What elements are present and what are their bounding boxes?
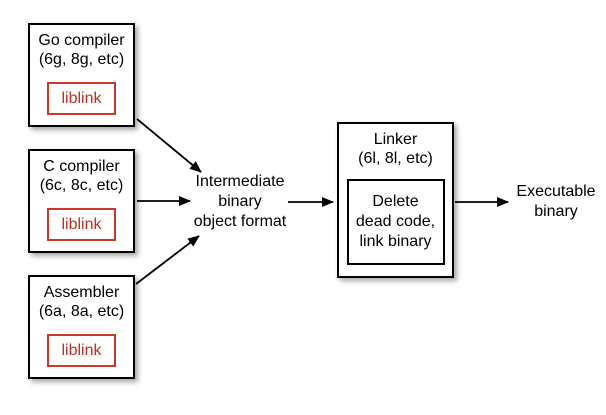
linker-inner-line-3: link binary: [359, 233, 432, 250]
go-compiler-title: Go compiler: [38, 32, 125, 49]
go-compiler-subtitle: (6g, 8g, etc): [38, 51, 125, 68]
c-compiler-box: C compiler (6c, 8c, etc) liblink: [28, 149, 135, 253]
assembler-subtitle: (6a, 8a, etc): [38, 303, 125, 320]
assembler-liblink-box: liblink: [47, 334, 116, 367]
go-liblink-box: liblink: [47, 82, 116, 115]
intermediate-format-line-3: object format: [193, 213, 287, 230]
executable-binary-line-1: Executable: [516, 183, 596, 200]
c-liblink-box: liblink: [47, 208, 116, 241]
executable-binary-line-2: binary: [534, 203, 578, 220]
intermediate-format-label: Intermediate binary object format: [178, 172, 302, 232]
assembler-title: Assembler: [43, 284, 120, 301]
intermediate-format-line-2: binary: [218, 193, 262, 210]
arrow-go-to-intermediate: [136, 118, 202, 173]
arrow-assembler-to-intermediate: [135, 235, 200, 285]
go-compiler-box: Go compiler (6g, 8g, etc) liblink: [28, 23, 135, 127]
linker-inner-line-2: dead code,: [355, 213, 436, 230]
executable-binary-label: Executable binary: [503, 182, 606, 222]
linker-inner-box: Delete dead code, link binary: [346, 179, 445, 265]
assembler-box: Assembler (6a, 8a, etc) liblink: [28, 275, 135, 379]
linker-title: Linker: [373, 131, 418, 148]
intermediate-format-line-1: Intermediate: [195, 173, 285, 190]
c-compiler-title: C compiler: [43, 158, 120, 175]
c-compiler-subtitle: (6c, 8c, etc): [39, 177, 124, 194]
linker-box: Linker (6l, 8l, etc) Delete dead code, l…: [337, 122, 454, 278]
linker-inner-line-1: Delete: [372, 193, 419, 210]
linker-subtitle: (6l, 8l, etc): [358, 150, 433, 167]
